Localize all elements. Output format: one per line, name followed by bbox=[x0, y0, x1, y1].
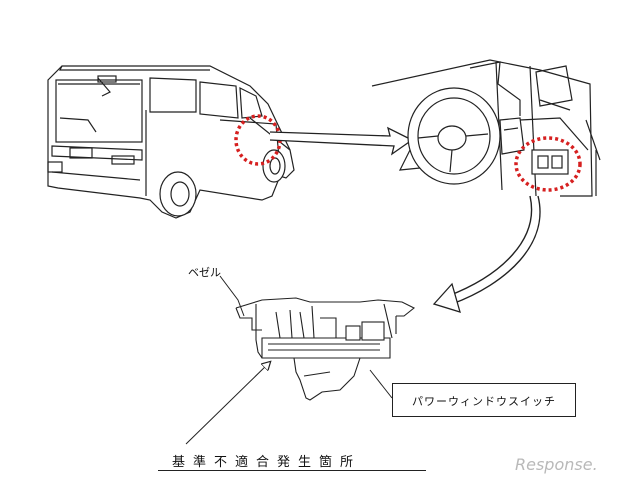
van-to-dashboard-arrow bbox=[269, 126, 414, 156]
power-window-switch-label: パワーウィンドウスイッチ bbox=[412, 395, 556, 408]
response-watermark: Response. bbox=[515, 455, 598, 474]
power-window-switch-callout: パワーウィンドウスイッチ bbox=[392, 383, 576, 417]
dashboard-illustration bbox=[371, 59, 601, 197]
dashboard-to-detail-arrow bbox=[447, 195, 533, 297]
defect-leader-line bbox=[185, 362, 270, 445]
switch-leader-line bbox=[369, 369, 393, 399]
bezel-label: ベゼル bbox=[188, 266, 221, 279]
van-illustration bbox=[47, 65, 295, 219]
switch-highlight-circle bbox=[514, 136, 582, 192]
bezel-leader-line bbox=[219, 275, 245, 317]
defect-location-label: 基準不適合発生箇所 bbox=[172, 455, 362, 470]
switch-cross-section bbox=[235, 297, 416, 401]
defect-label-underline bbox=[158, 470, 426, 471]
